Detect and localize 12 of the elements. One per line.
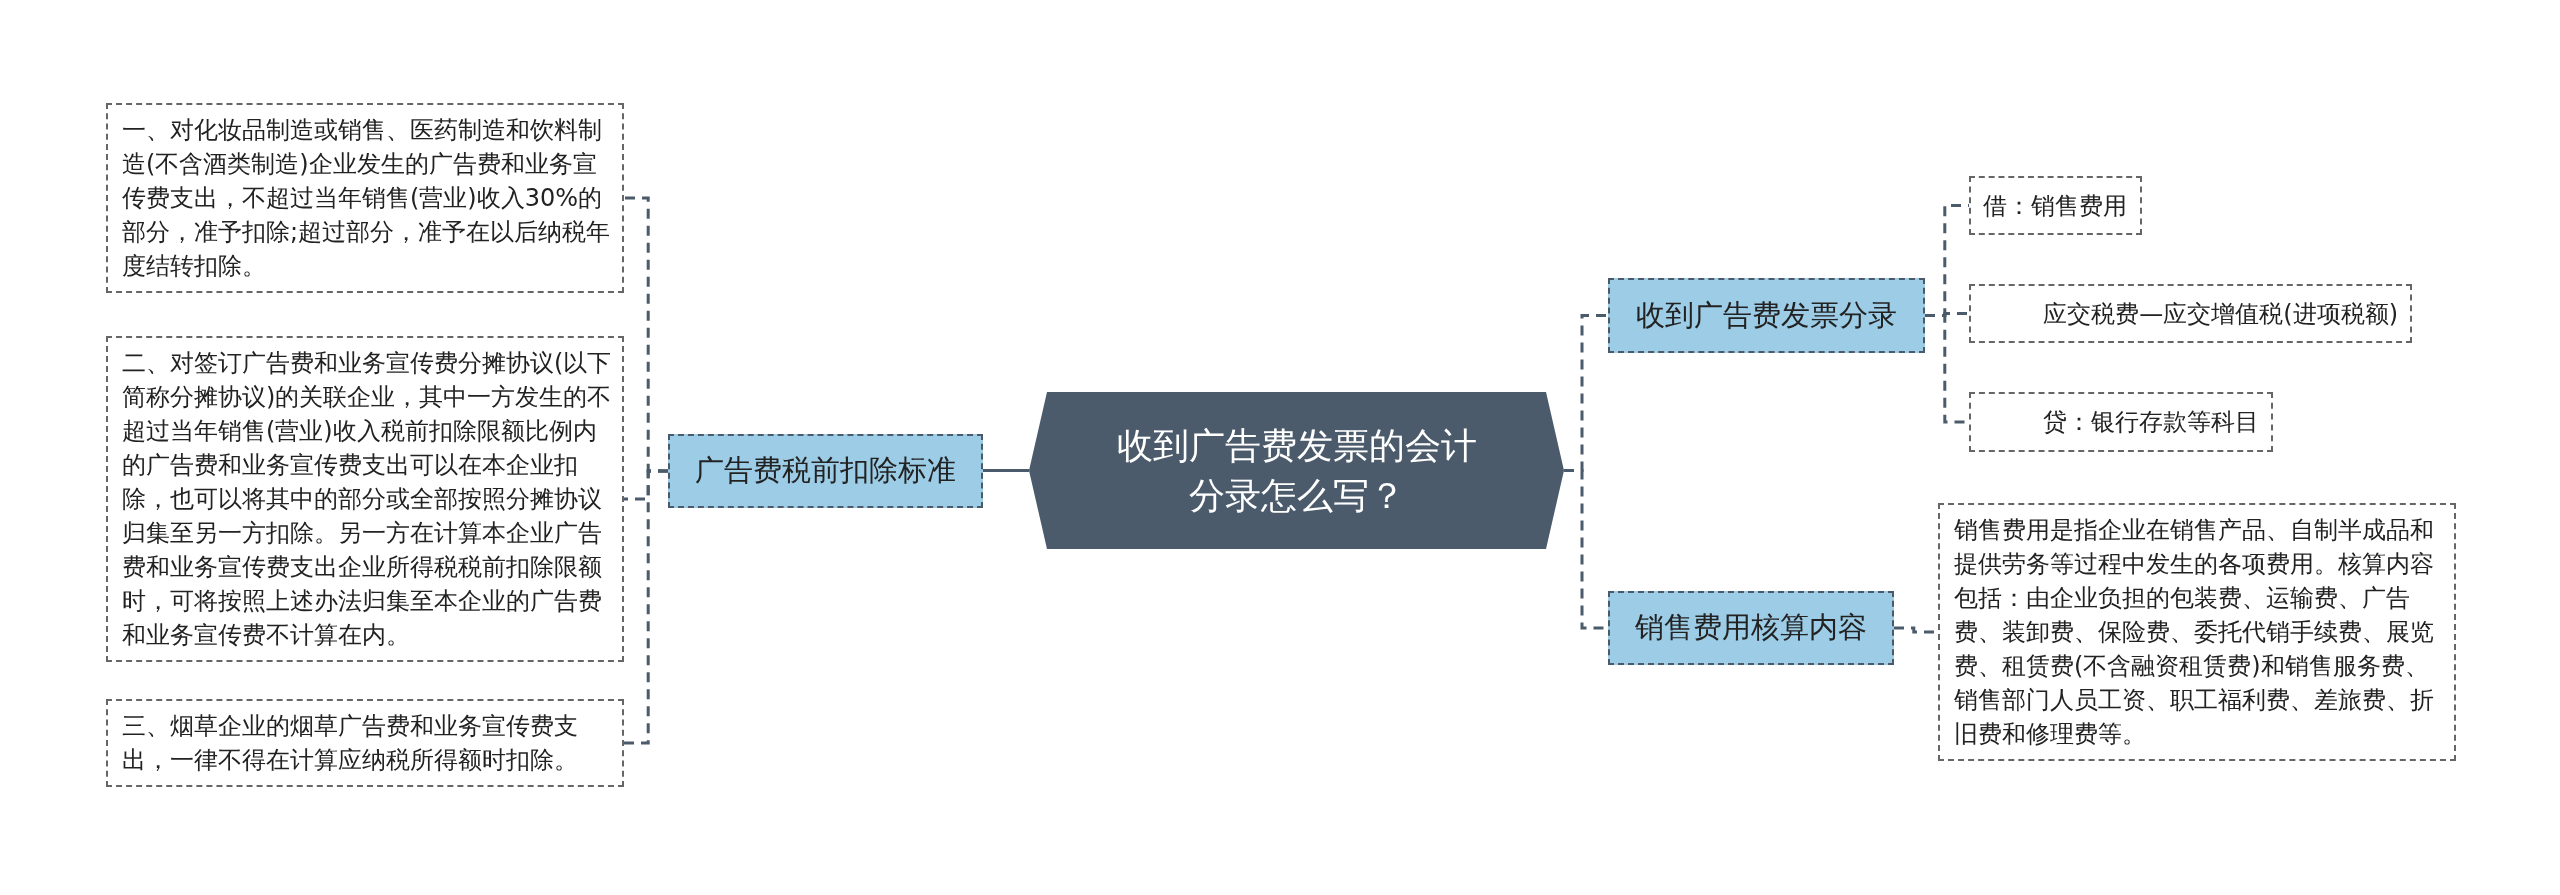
branch-box: 收到广告费发票分录 bbox=[1608, 278, 1925, 353]
note-box: 销售费用是指企业在销售产品、自制半成品和提供劳务等过程中发生的各项费用。核算内容包括：由企业负担的包装费、运输费、广告费、装卸费、保险费、委托代销手续费、展览费、租赁费(不含融资租赁费)和销售服务费、销售部门人员工资、职工福利费、差旅费、折旧费和修理费等。 bbox=[1938, 503, 2456, 761]
branch-box: 销售费用核算内容 bbox=[1608, 591, 1894, 665]
branch-box: 广告费税前扣除标准 bbox=[668, 434, 983, 508]
entry-box: 借：销售费用 bbox=[1969, 176, 2142, 235]
note-box: 三、烟草企业的烟草广告费和业务宣传费支出，一律不得在计算应纳税所得额时扣除。 bbox=[106, 699, 624, 787]
note-box: 一、对化妆品制造或销售、医药制造和饮料制造(不含酒类制造)企业发生的广告费和业务宣传费支出，不超过当年销售(营业)收入30%的部分，准予扣除;超过部分，准予在以后纳税年度结转扣除。 bbox=[106, 103, 624, 293]
note-box: 二、对签订广告费和业务宣传费分摊协议(以下简称分摊协议)的关联企业，其中一方发生的不超过当年销售(营业)收入税前扣除限额比例内的广告费和业务宣传费支出可以在本企业扣除，也可以将其中的部分或全部按照分摊协议归集至另一方扣除。另一方在计算本企业广告费和业务宣传费支出企业所得税税前扣除限额时，可将按照上述办法归集至本企业的广告费和业务宣传费不计算在内。 bbox=[106, 336, 624, 662]
connector-line bbox=[624, 469, 668, 745]
entry-box: 贷：银行存款等科目 bbox=[1969, 392, 2273, 452]
entry-box: 应交税费—应交增值税(进项税额) bbox=[1969, 284, 2412, 343]
topic-hexagon: 收到广告费发票的会计分录怎么写？ bbox=[1029, 392, 1564, 549]
